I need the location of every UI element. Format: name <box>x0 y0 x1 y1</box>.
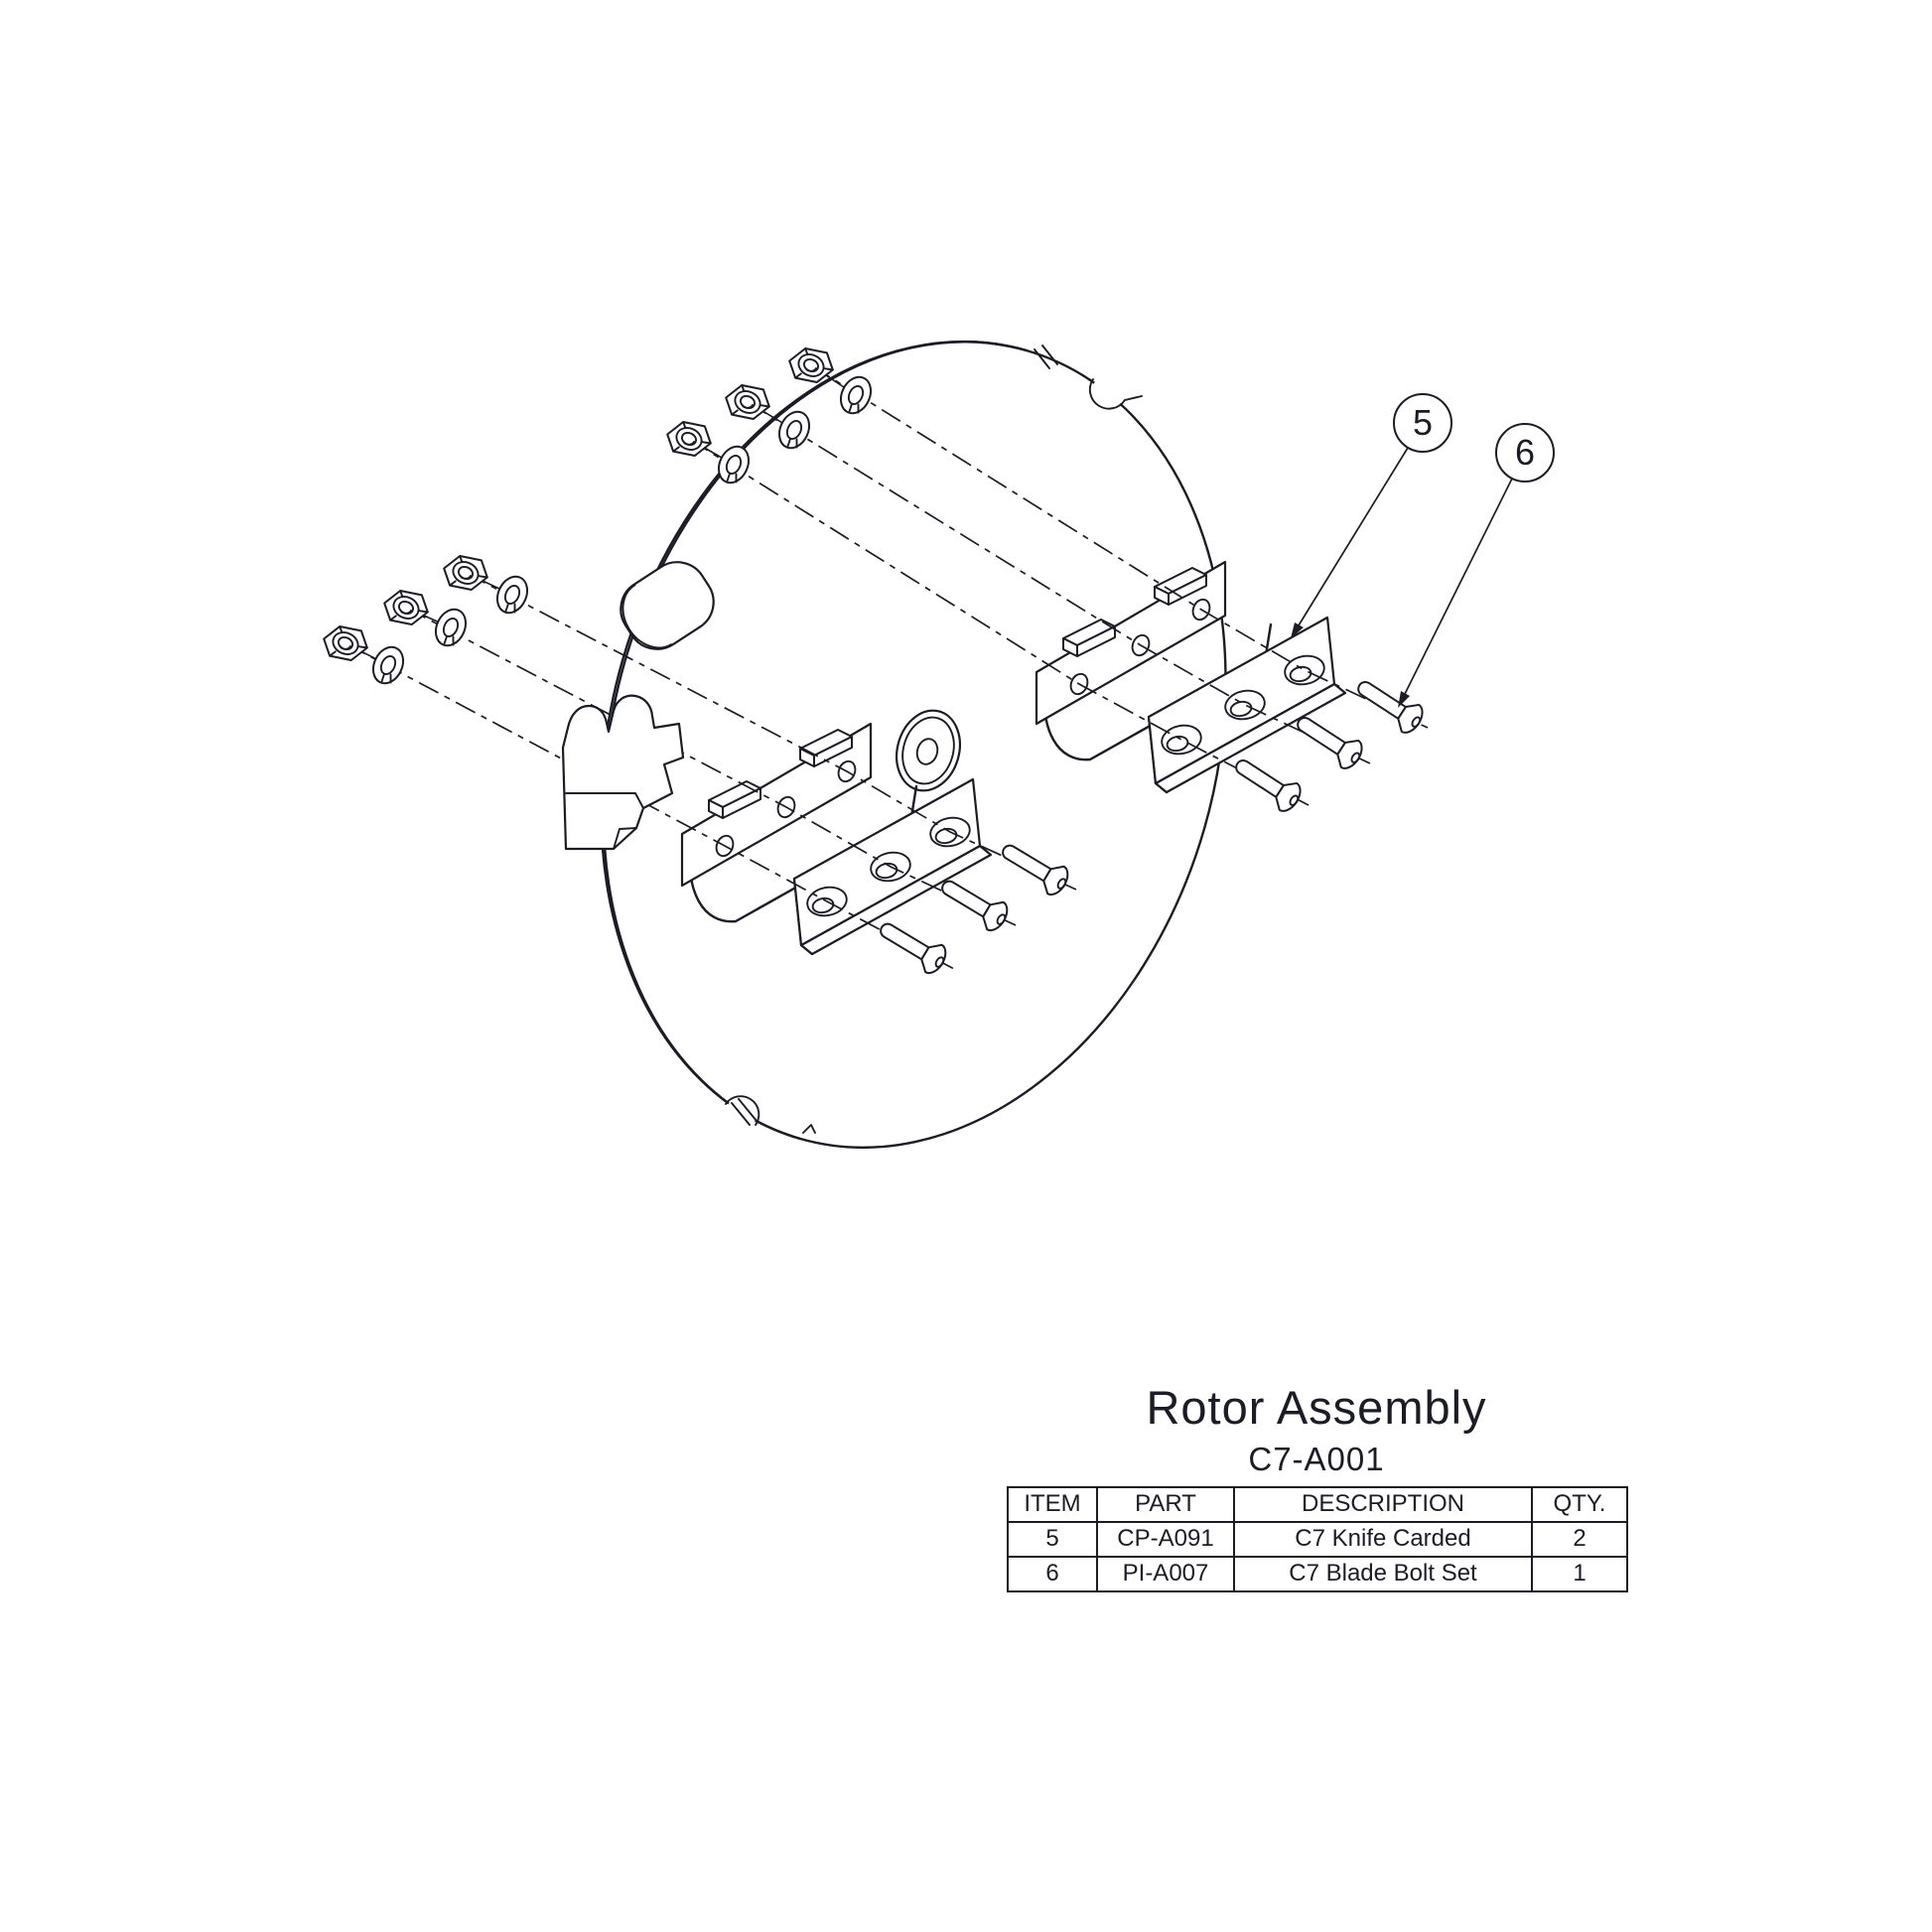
hex-nuts <box>323 347 834 661</box>
cell-item: 5 <box>1007 1520 1098 1558</box>
title-block: Rotor Assembly C7-A001 ITEM PART DESCRIP… <box>1007 1381 1628 1592</box>
balloon-circle-5 <box>1393 393 1452 453</box>
disc-notch-top <box>1088 378 1143 410</box>
cell-qty: 1 <box>1531 1555 1628 1592</box>
disc-nick <box>802 1124 816 1134</box>
rim-bracket <box>561 694 685 851</box>
balloon-label-6: 6 <box>1515 432 1535 473</box>
disc-rim-thickness <box>602 341 1029 1141</box>
cell-description: C7 Blade Bolt Set <box>1233 1555 1533 1592</box>
col-header-qty: QTY. <box>1531 1485 1628 1523</box>
hub-boss <box>896 709 961 792</box>
cell-part: PI-A007 <box>1096 1555 1235 1592</box>
drawing-title: Rotor Assembly <box>1146 1381 1487 1434</box>
balloon-circle-6 <box>1495 423 1555 483</box>
disc-top-slit <box>1034 345 1058 369</box>
cell-item: 6 <box>1007 1555 1098 1592</box>
balloon-6: 6 <box>1398 423 1555 708</box>
rotor-disc <box>600 340 1227 1150</box>
table-row: 6 PI-A007 C7 Blade Bolt Set 1 <box>1007 1555 1628 1592</box>
leader-arrow-5 <box>1291 622 1304 638</box>
disc-notch-bottom <box>725 1095 760 1126</box>
balloon-5: 5 <box>1291 393 1452 638</box>
col-header-description: DESCRIPTION <box>1233 1485 1533 1523</box>
cell-part: CP-A091 <box>1096 1520 1235 1558</box>
cell-qty: 2 <box>1531 1520 1628 1558</box>
parts-table: ITEM PART DESCRIPTION QTY. 5 CP-A091 C7 … <box>1007 1485 1628 1592</box>
col-header-item: ITEM <box>1007 1485 1098 1523</box>
col-header-part: PART <box>1096 1485 1235 1523</box>
balloon-label-5: 5 <box>1413 402 1433 443</box>
leader-arrow-6 <box>1398 691 1410 708</box>
drawing-number: C7-A001 <box>1248 1440 1385 1477</box>
shaft-stub <box>620 561 715 650</box>
parts-table-header-row: ITEM PART DESCRIPTION QTY. <box>1007 1485 1628 1523</box>
table-row: 5 CP-A091 C7 Knife Carded 2 <box>1007 1520 1628 1558</box>
washers <box>366 370 878 690</box>
cell-description: C7 Knife Carded <box>1233 1520 1533 1558</box>
knife-assembly-rear <box>1036 562 1345 792</box>
